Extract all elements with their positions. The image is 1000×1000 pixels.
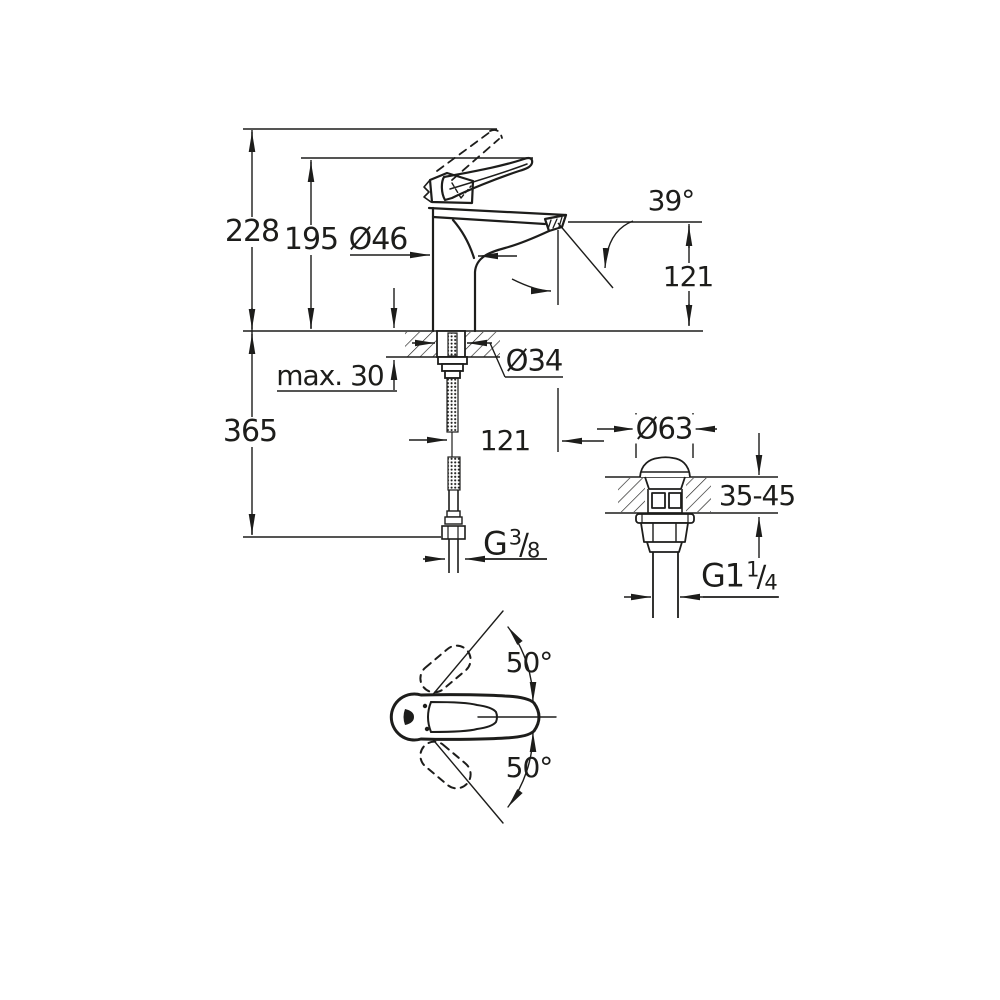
aerator: [543, 213, 568, 233]
faucet-side-view: [405, 129, 568, 357]
dim-label-spout-height: 121: [659, 263, 717, 291]
dim-label-body-diameter: Ø46: [348, 222, 409, 257]
raised-lever-tip: [489, 129, 503, 139]
dim-label-swivel-upper: 50°: [505, 646, 554, 679]
drain-locknut-facets: [652, 523, 677, 542]
hose-tube-lower: [448, 539, 459, 573]
handle-position-lower-dashed: [419, 740, 472, 790]
arrow-stream: [511, 278, 552, 295]
dim-label-height-lever: 195: [280, 225, 342, 255]
dim-label-height-total: 228: [221, 217, 283, 247]
dim-label-spout-angle: 39°: [647, 184, 696, 217]
deck-bottom: [431, 215, 547, 226]
handle-top-view: [389, 610, 557, 824]
dim-label-counter-max: max. 30: [276, 359, 384, 392]
faucet-lever-raised-dashed: [436, 129, 503, 181]
handle-position-upper-dashed: [419, 644, 472, 694]
body-front-curve: [451, 218, 476, 260]
washer-2: [441, 363, 464, 372]
aerator-hatch: [547, 216, 563, 230]
drain-thread-slash: /: [756, 559, 767, 594]
dim-label-hole-diameter: Ø34: [505, 343, 564, 378]
supply-thread-den: 8: [526, 538, 540, 563]
drain-washer-ticks: [641, 514, 689, 523]
handle-dot-top: [422, 703, 428, 709]
hose-collar-1: [446, 510, 461, 518]
drain-body-in-counter: [647, 489, 683, 514]
swivel-arc-lower: [507, 731, 537, 808]
supply-thread-base: G: [483, 524, 508, 563]
lever-block: [428, 171, 475, 205]
dim-label-spout-reach: 121: [479, 424, 531, 457]
swivel-arc-upper: [507, 626, 537, 703]
counter-hatching: [405, 332, 500, 357]
supply-thread-slash: /: [519, 527, 529, 562]
lever-blade-inner-line: [449, 163, 528, 190]
dimension-lines: [243, 128, 778, 598]
drain-washer: [635, 513, 695, 524]
washer-3: [444, 370, 461, 379]
drain-cap-dome: [639, 456, 691, 478]
handle-inner-outline: [427, 700, 498, 734]
supply-hose: [441, 377, 466, 573]
dim-label-drain-thread: G11/4: [701, 556, 778, 595]
dim-label-drain-flange: Ø63: [632, 414, 696, 444]
drain-ring: [646, 541, 683, 553]
faucet-body: [427, 206, 568, 333]
hose-collar-2: [444, 516, 463, 525]
handle-dot-bottom: [424, 726, 430, 732]
washer-1: [437, 356, 468, 365]
raised-lever-line-1: [436, 131, 491, 172]
lever-blade: [440, 156, 534, 202]
dim-label-drain-counter-range: 35-45: [715, 482, 799, 510]
supply-hose-assembly: [436, 330, 468, 573]
drain-counter-hatching: [618, 478, 711, 512]
supply-thread-sup: 3: [508, 525, 522, 550]
mounting-shank: [436, 330, 468, 379]
deck-top: [427, 206, 568, 217]
handle-logo-mark: [403, 709, 414, 725]
g38-nut-facets: [447, 526, 459, 539]
shank-threaded-rod: [447, 332, 458, 357]
dim-label-supply-thread: G3/8: [483, 524, 540, 563]
body-right-edge: [473, 229, 551, 333]
arrow-39-arc: [602, 220, 634, 269]
raised-lever-line-2: [451, 138, 500, 181]
drain-thread-sup: 1: [746, 557, 759, 582]
drain-locknut: [640, 522, 689, 543]
g38-nut: [441, 525, 466, 540]
drain-assembly: [618, 456, 711, 618]
drain-neck: [644, 476, 686, 490]
braided-hose: [447, 456, 461, 491]
faucet-lever: [423, 156, 534, 205]
drain-thread-base: G1: [701, 556, 745, 595]
dim-label-depth-below: 365: [219, 417, 281, 447]
drain-thread-den: 4: [764, 570, 777, 595]
drain-overflow-hole-right: [668, 492, 682, 509]
lever-block-left-detail: [423, 179, 432, 203]
stream-direction-line: [557, 222, 614, 289]
drain-tailpiece: [652, 552, 679, 618]
threaded-rod: [446, 377, 459, 433]
dim-label-swivel-lower: 50°: [505, 751, 554, 784]
hose-tube-upper: [448, 490, 459, 511]
drain-overflow-hole-left: [651, 492, 666, 509]
